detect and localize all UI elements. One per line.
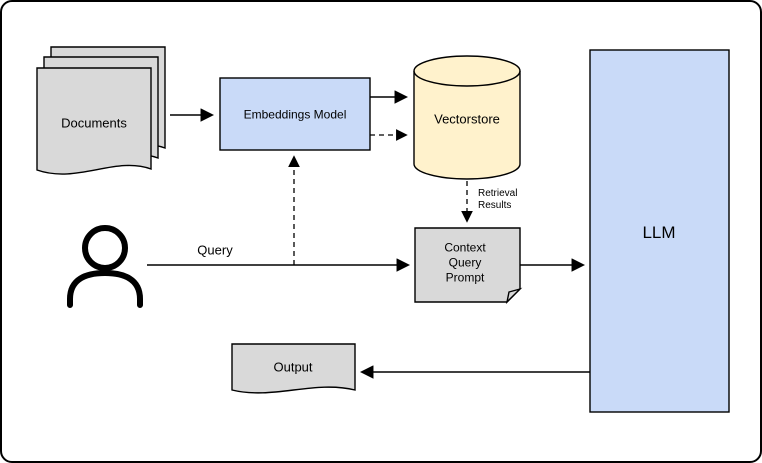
retrieval-results-line1: Retrieval xyxy=(478,188,518,199)
context-prompt-fold xyxy=(505,287,523,305)
person-shoulders xyxy=(67,269,143,308)
query-label: Query xyxy=(197,242,233,258)
context-prompt-line3: Prompt xyxy=(445,270,485,285)
context-prompt-label: Context Query Prompt xyxy=(444,241,485,286)
embeddings-model-label: Embeddings Model xyxy=(243,107,347,122)
vectorstore-label: Vectorstore xyxy=(434,111,500,127)
context-prompt-line1: Context xyxy=(444,240,486,255)
context-prompt-line2: Query xyxy=(448,255,482,270)
retrieval-results-line2: Results xyxy=(478,200,512,211)
embeddings-model-node xyxy=(219,77,371,151)
vectorstore-cylinder-lid xyxy=(413,70,521,87)
vectorstore-cylinder-body xyxy=(413,55,521,180)
llm-node xyxy=(589,49,730,413)
person-icon xyxy=(67,225,143,308)
document-sheet-front xyxy=(36,67,152,175)
llm-label: LLM xyxy=(642,223,676,242)
documents-node xyxy=(36,46,166,175)
vectorstore-node xyxy=(413,55,521,180)
context-prompt-node xyxy=(414,227,523,305)
person-head xyxy=(82,225,128,271)
output-label: Output xyxy=(273,359,313,375)
documents-label: Documents xyxy=(61,115,127,131)
output-node xyxy=(231,343,356,394)
retrieval-results-label: Retrieval Results xyxy=(478,188,517,212)
